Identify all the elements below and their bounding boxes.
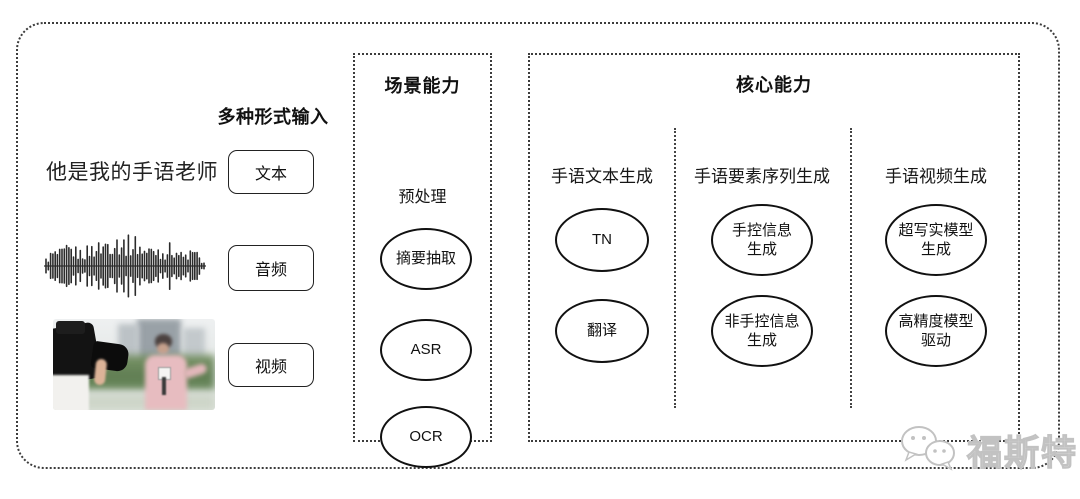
building-shape	[182, 328, 206, 361]
node-label: 生成	[746, 332, 777, 349]
node-label: 翻译	[586, 322, 617, 340]
camera-top	[56, 320, 86, 334]
node-label: OCR	[409, 428, 443, 446]
node-label: 手控信息	[731, 221, 792, 239]
column-sign-element-sequence-generation: 手语要素序列生成 手控信息 生成 非手控信息 生成	[674, 55, 850, 440]
node-hyperrealistic-model-generation: 超写实模型 生成	[885, 204, 987, 276]
input-type-label: 文本	[254, 166, 287, 183]
node-label: 超写实模型	[898, 221, 974, 239]
watermark-text: 福斯特	[966, 433, 1079, 473]
column-sign-video-generation: 手语视频生成 超写实模型 生成 高精度模型 驱动	[850, 55, 1022, 440]
node-label: 驱动	[920, 332, 951, 349]
scene-capability-panel: 场景能力 预处理 摘要抽取 ASR OCR	[353, 53, 492, 468]
sample-sentence-text: 他是我的手语老师	[46, 161, 218, 184]
core-panel-title: 核心能力	[736, 75, 812, 95]
node-manual-info-generation: 手控信息 生成	[711, 204, 813, 276]
node-ocr: OCR	[380, 406, 472, 468]
input-type-label: 音频	[254, 262, 287, 279]
column-separator	[674, 128, 676, 408]
node-non-manual-info-generation: 非手控信息 生成	[711, 295, 813, 367]
audio-waveform-icon	[44, 228, 206, 304]
node-label: 摘要抽取	[395, 250, 456, 268]
outer-dotted-border	[16, 22, 1060, 469]
scene-panel-title: 场景能力	[384, 76, 461, 96]
input-type-text-box: 文本	[228, 150, 314, 194]
column-sign-text-generation: 手语文本生成 TN 翻译	[530, 55, 674, 440]
cameraman-shirt	[53, 375, 89, 410]
chat-bubbles-icon	[899, 424, 961, 477]
node-label: 生成	[920, 241, 951, 258]
core-capability-panel: 核心能力 手语文本生成 TN 翻译 手语要素序列生成 手控信息 生成 非手控信息…	[528, 53, 1020, 442]
input-type-video-box: 视频	[228, 343, 314, 387]
node-asr: ASR	[380, 319, 472, 381]
node-tn: TN	[555, 208, 649, 272]
node-label: TN	[592, 231, 612, 249]
node-summary-extraction: 摘要抽取	[380, 228, 472, 290]
column-separator	[850, 128, 852, 408]
input-type-audio-box: 音频	[228, 245, 314, 291]
node-label: ASR	[410, 341, 442, 359]
node-label: 非手控信息	[724, 312, 800, 330]
reporter-video-thumbnail	[53, 319, 215, 410]
input-section-title: 多种形式输入	[217, 107, 329, 127]
input-type-label: 视频	[254, 359, 287, 376]
column-header: 手语视频生成	[885, 167, 987, 186]
column-header: 手语要素序列生成	[694, 167, 830, 186]
reporter-face	[157, 342, 170, 354]
microphone-handle	[162, 377, 167, 396]
node-translation: 翻译	[555, 299, 649, 363]
watermark: 福斯特	[899, 424, 1078, 477]
node-label: 生成	[746, 241, 777, 258]
node-label: 高精度模型	[898, 312, 974, 330]
node-high-precision-model-driving: 高精度模型 驱动	[885, 295, 987, 367]
column-header: 手语文本生成	[551, 167, 653, 186]
preprocessing-label: 预处理	[398, 189, 447, 206]
